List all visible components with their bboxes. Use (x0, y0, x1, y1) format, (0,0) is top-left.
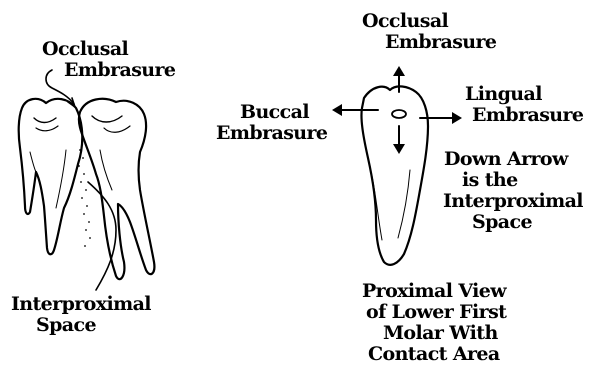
buccal-embrasure-label-line2: Embrasure (216, 122, 328, 144)
right-molar (79, 99, 154, 279)
contact-area-oval (392, 110, 406, 118)
left-arrow-icon (332, 104, 342, 116)
proximal-view-illustration: Occlusal Embrasure Buccal Embrasure Ling… (216, 10, 589, 365)
svg-text:Occlusal Embrasure: Occlusal Embrasure (42, 38, 176, 81)
down-arrow-note-line1: Down Arrow (444, 148, 569, 170)
left-occlusal-embrasure-label-line2: Embrasure (64, 59, 176, 81)
caption-line4: Contact Area (368, 343, 500, 365)
left-interproximal-space-label-line1: Interproximal (11, 293, 151, 315)
caption-line2: of Lower First (366, 301, 507, 323)
lingual-embrasure-label-line2: Embrasure (472, 104, 584, 126)
down-arrow-note-line4: Space (472, 211, 532, 233)
adjacent-molars-illustration: Occlusal Embrasure Interproximal Space (11, 38, 176, 336)
lower-first-molar-proximal (361, 86, 428, 264)
left-occlusal-embrasure-label-line1: Occlusal (42, 38, 129, 60)
left-molar (19, 99, 83, 254)
svg-text:Interproximal Space: Interproximal Space (11, 293, 157, 336)
right-occlusal-embrasure-label-line2: Embrasure (385, 31, 497, 53)
svg-text:Lingual Embrasure: Lingual Embrasure (465, 83, 584, 126)
buccal-embrasure-label-line1: Buccal (240, 101, 309, 123)
interproximal-shading (78, 149, 91, 247)
svg-text:Buccal Embrasure: Buccal Embrasure (216, 101, 328, 144)
left-interproximal-space-label-line2: Space (36, 314, 96, 336)
right-occlusal-embrasure-label-line1: Occlusal (362, 10, 449, 32)
right-arrow-icon (452, 112, 462, 124)
up-arrow-icon (393, 66, 405, 76)
down-arrow-icon (393, 144, 405, 154)
svg-text:Down Arrow is the: Down Arrow is the Interproximal Space (443, 148, 589, 233)
caption-line3: Molar With (383, 322, 498, 344)
caption-line1: Proximal View (362, 280, 507, 302)
down-arrow-note-line2: is the (462, 169, 518, 191)
down-arrow-note-line3: Interproximal (443, 190, 583, 212)
svg-text:Occlusal Embrasure: Occlusal Embrasure (362, 10, 497, 53)
svg-text:Proximal View of Lower F: Proximal View of Lower First Molar With … (362, 280, 512, 365)
lingual-embrasure-label-line1: Lingual (465, 83, 542, 105)
